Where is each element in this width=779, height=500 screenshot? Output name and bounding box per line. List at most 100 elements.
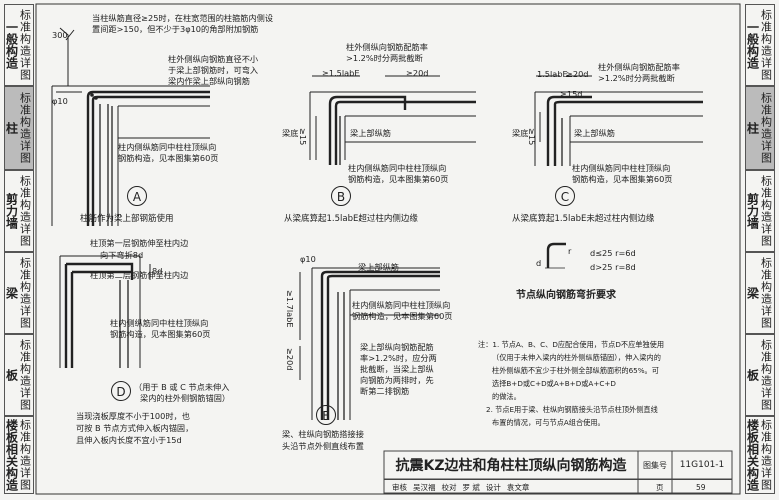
detail-e-beam-top: 梁上部纵筋	[358, 262, 399, 272]
side-tab-subtitle: 标准构造详图	[18, 339, 32, 411]
detail-a-note-outer-2: 于梁上部钢筋时，可弯入	[168, 65, 259, 75]
footnote-line: 柱外侧纵筋不宜少于柱外侧全部纵筋面积的65%。可	[492, 366, 659, 375]
side-tab[interactable]: 梁标准构造详图	[4, 252, 34, 334]
detail-e-note-3: 批截断，当梁上部纵	[360, 364, 434, 374]
side-tab[interactable]: 楼板相关构造标准构造详图	[4, 416, 34, 494]
page-number: 59	[696, 482, 706, 492]
detail-e-note-5: 断第二排钢筋	[360, 386, 410, 396]
side-tab[interactable]: 板标准构造详图	[745, 334, 775, 416]
detail-e-dim-20d: ≥20d	[285, 348, 295, 371]
detail-d-cap-1: （用于 B 或 C 节点未伸入	[134, 382, 230, 392]
detail-a-note-inner-1: 柱内侧纵筋同中柱柱顶纵向	[118, 142, 217, 152]
detail-d-note-1: 柱顶第一层钢筋伸至柱内边	[90, 238, 189, 248]
bend-title: 节点纵向钢筋弯折要求	[516, 290, 616, 301]
side-tab-title: 一般构造	[745, 21, 760, 69]
side-tab-subtitle: 标准构造详图	[18, 9, 32, 81]
detail-c-inner-2: 钢筋构造，见本图集第60页	[572, 174, 673, 184]
detail-d-cap-4: 可按 B 节点方式伸入板内锚固，	[76, 423, 194, 433]
set-label: 图集号	[643, 460, 667, 470]
side-tab[interactable]: 柱标准构造详图	[4, 86, 34, 170]
side-tab[interactable]: 梁标准构造详图	[745, 252, 775, 334]
detail-d-note-2: 向下弯折8d	[100, 250, 144, 260]
detail-d-cap-2: 梁内的柱外侧钢筋锚固）	[140, 393, 231, 403]
side-tab-subtitle: 标准构造详图	[18, 257, 32, 329]
footnote-line: 布置的情况，可与节点A组合使用。	[492, 418, 605, 427]
detail-d-inner-2: 钢筋构造，见本图集第60页	[110, 329, 211, 339]
side-tab[interactable]: 一般构造标准构造详图	[745, 4, 775, 86]
detail-b-dim-lab: ≥1.5labE	[322, 68, 360, 78]
side-tab-title: 梁	[4, 287, 19, 299]
detail-a-note-outer-3: 梁内作梁上部纵向钢筋	[168, 76, 250, 86]
side-tab[interactable]: 剪力墙标准构造详图	[4, 170, 34, 252]
detail-a-caption: 柱筋作为梁上部钢筋使用	[80, 214, 174, 224]
side-tab-title: 剪力墙	[745, 193, 760, 229]
side-tab-subtitle: 标准构造详图	[18, 92, 32, 164]
detail-d-cap-5: 且伸入板内长度不宜小于15d	[76, 435, 182, 445]
detail-b-inner-1: 柱内侧纵筋同中柱柱顶纵向	[348, 163, 447, 173]
checker-name: 罗 斌	[462, 482, 480, 492]
detail-d-cap-3: 当现浇板厚度不小于100时，也	[76, 411, 190, 421]
detail-c-dim-15d: ≥15d	[560, 89, 583, 99]
side-tab-title: 剪力墙	[4, 193, 19, 229]
detail-b-beam-top: 梁上部纵筋	[350, 128, 391, 138]
side-tab[interactable]: 板标准构造详图	[4, 334, 34, 416]
detail-e-cap-2: 头沿节点外侧直线布置	[282, 441, 364, 451]
detail-e-cap-1: 梁、柱纵向钢筋搭接接	[282, 429, 364, 439]
side-tab-subtitle: 标准构造详图	[759, 175, 773, 247]
detail-b-caption: 从梁底算起1.5labE超过柱内侧边缘	[284, 214, 418, 224]
side-tab-title: 一般构造	[4, 21, 19, 69]
title-block: 抗震KZ边柱和角柱柱顶纵向钢筋构造 图集号 11G101-1	[384, 451, 732, 479]
detail-b-beam-bottom: 梁底	[282, 128, 299, 138]
detail-c-note-2: >1.2%时分两批截断	[598, 73, 675, 83]
check-label: 校对	[441, 482, 457, 492]
detail-a-note-top-2: 置间距>150，但不少于3φ10的角部附加钢筋	[92, 24, 259, 34]
review-label: 审核	[392, 482, 407, 492]
detail-c-label: C	[555, 186, 575, 206]
detail-e-dim-17: ≥1.7labE	[285, 290, 295, 328]
side-tab-subtitle: 标准构造详图	[18, 175, 32, 247]
bend-r-label: r	[568, 246, 572, 256]
side-tab-subtitle: 标准构造详图	[759, 257, 773, 329]
detail-c-beam-bottom: 梁底	[512, 128, 529, 138]
detail-e-note-2: 率>1.2%时，应分两	[360, 353, 437, 363]
bend-rule-2: d>25 r=8d	[590, 262, 636, 272]
side-tab-title: 楼板相关构造	[745, 419, 760, 491]
detail-c-drawing	[534, 75, 703, 166]
detail-b-dim-15: ≥15	[298, 128, 308, 146]
footnote-line: 的做法。	[492, 392, 521, 401]
detail-b-label: B	[331, 186, 351, 206]
detail-a-dim-300: 300	[52, 30, 68, 40]
side-tab[interactable]: 楼板相关构造标准构造详图	[745, 416, 775, 494]
detail-b-note-1: 柱外侧纵向钢筋配筋率	[346, 42, 428, 52]
set-number: 11G101-1	[679, 460, 725, 470]
side-tab-title: 梁	[745, 287, 760, 299]
detail-a-note-top-1: 当柱纵筋直径≥25时，在柱宽范围的柱箍筋内侧设	[92, 13, 274, 23]
side-tab[interactable]: 剪力墙标准构造详图	[745, 170, 775, 252]
detail-d-dim-8d: 8d	[152, 266, 163, 276]
side-tab-title: 柱	[4, 122, 19, 134]
bend-rule-1: d≤25 r=6d	[590, 248, 636, 258]
footnote-block: 注：1. 节点A、B、C、D应配合使用，节点D不应单独使用 （仅用于未伸入梁内的…	[478, 338, 740, 429]
footnote-line: 2. 节点E用于梁、柱纵向钢筋接头沿节点柱顶外侧直线	[486, 405, 658, 414]
detail-d-label: D	[111, 381, 131, 401]
detail-d-drawing	[59, 255, 151, 368]
detail-b-inner-2: 钢筋构造，见本图集第60页	[348, 174, 449, 184]
detail-e-inner-1: 柱内侧纵筋同中柱柱顶纵向	[352, 300, 451, 310]
detail-e-note-4: 向钢筋为两排时，先	[360, 375, 434, 385]
detail-a-drawing	[51, 27, 210, 226]
reviewer-name: 吴汉福	[413, 482, 436, 492]
detail-e-drawing	[299, 267, 440, 420]
footnote-line: （仅用于未伸入梁内的柱外侧纵筋锚固），伸入梁内的	[492, 353, 661, 362]
detail-c-dim-lab: 1.5labE	[537, 69, 568, 79]
detail-b-note-2: >1.2%时分两批截断	[346, 53, 423, 63]
side-tab-title: 柱	[745, 122, 760, 134]
footnote-line: 选择B+D或C+D或A+B+D或A+C+D	[492, 379, 616, 388]
side-tab-title: 板	[745, 369, 760, 381]
side-tab-subtitle: 标准构造详图	[759, 339, 773, 411]
detail-e-note-1: 梁上部纵向钢筋配筋	[360, 342, 434, 352]
design-label: 设计	[485, 482, 501, 492]
side-tab[interactable]: 一般构造标准构造详图	[4, 4, 34, 86]
detail-c-inner-1: 柱内侧纵筋同中柱柱顶纵向	[572, 163, 671, 173]
side-tab[interactable]: 柱标准构造详图	[745, 86, 775, 170]
